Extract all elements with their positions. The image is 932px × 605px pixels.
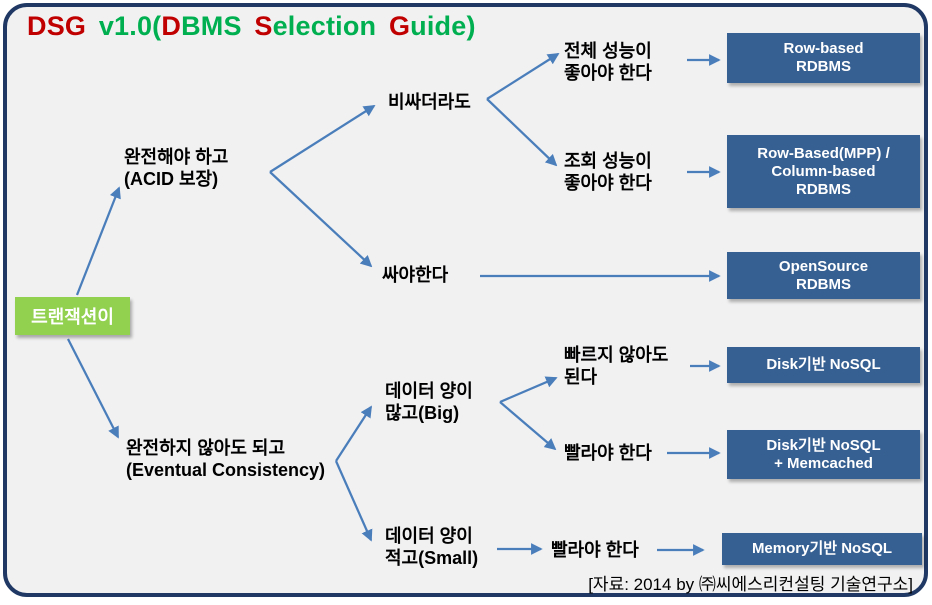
node-overall-performance: 전체 성능이 좋아야 한다 [564, 41, 652, 83]
page-title: DSG v1.0(DBMS Selection Guide) [27, 11, 476, 42]
node-eventual-consistency: 완전하지 않아도 되고 (Eventual Consistency) [126, 438, 326, 480]
result-opensource-rdbms: OpenSource RDBMS [727, 252, 920, 299]
result-disk-nosql-memcached: Disk기반 NoSQL + Memcached [727, 430, 920, 479]
node-big-data: 데이터 양이 많고(Big) [385, 381, 473, 423]
title-segment: uide) [410, 11, 476, 41]
node-query-performance: 조회 성능이 좋아야 한다 [564, 151, 652, 193]
node-speed-not-required: 빠르지 않아도 된다 [564, 345, 669, 387]
title-segment: S [254, 11, 273, 41]
node-cheap-required: 싸야한다 [382, 265, 449, 285]
node-speed-required-small: 빨라야 한다 [551, 540, 639, 560]
title-segment: v1.0( [98, 11, 162, 41]
node-acid-required: 완전해야 하고 (ACID 보장) [124, 147, 229, 189]
node-expensive-ok: 비싸더라도 [388, 92, 471, 112]
diagram-frame [3, 3, 928, 597]
result-memory-nosql: Memory기반 NoSQL [722, 533, 922, 565]
title-segment: BMS [181, 11, 255, 41]
result-disk-nosql: Disk기반 NoSQL [727, 347, 920, 383]
title-segment: G [388, 11, 411, 41]
source-credit: [자료: 2014 by ㈜씨에스리컨설팅 기술연구소] [588, 575, 913, 594]
title-segment: D [161, 11, 182, 41]
node-speed-required-big: 빨라야 한다 [564, 443, 652, 463]
title-segment: election [272, 11, 389, 41]
node-small-data: 데이터 양이 적고(Small) [385, 526, 479, 568]
node-transaction: 트랜잭션이 [15, 297, 130, 335]
result-row-based-rdbms: Row-based RDBMS [727, 33, 920, 83]
title-segment: DSG [27, 11, 99, 41]
result-mpp-column-rdbms: Row-Based(MPP) / Column-based RDBMS [727, 135, 920, 208]
